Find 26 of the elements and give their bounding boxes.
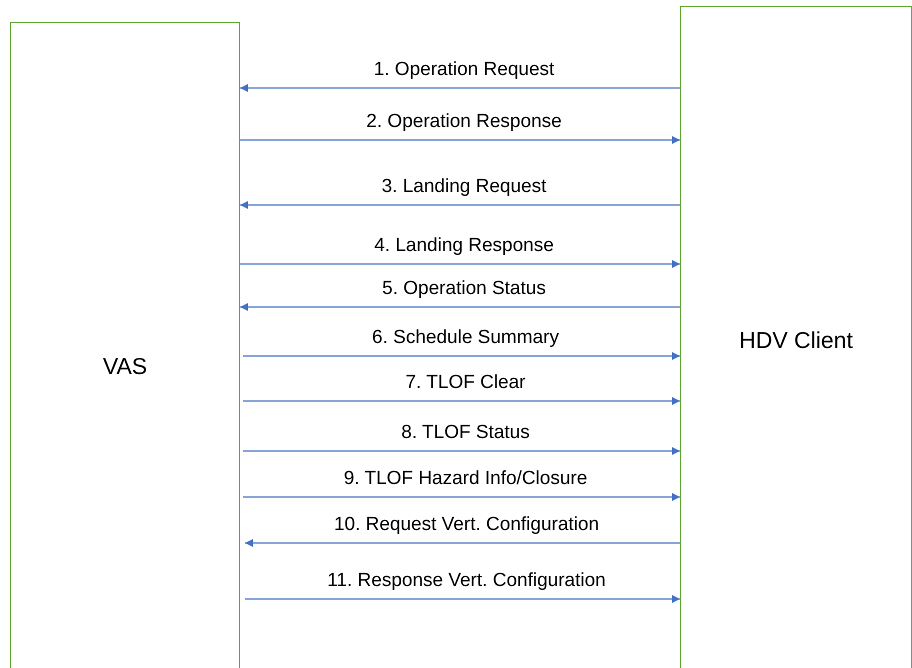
- edge-label: 6. Schedule Summary: [372, 327, 559, 349]
- message-arrow: [240, 260, 680, 268]
- edge-label: 4. Landing Response: [374, 235, 554, 257]
- lifeline-box: [10, 22, 240, 668]
- edge-label: 1. Operation Request: [374, 59, 554, 81]
- message-arrow: [240, 136, 680, 144]
- edge-label: 11. Response Vert. Configuration: [327, 570, 606, 592]
- message-arrow: [245, 539, 680, 547]
- participant-name: VAS: [102, 353, 148, 380]
- edge-label: 9. TLOF Hazard Info/Closure: [344, 468, 588, 490]
- edge-label: 8. TLOF Status: [401, 422, 530, 444]
- edge-label: 5. Operation Status: [382, 278, 546, 300]
- message-arrow: [245, 595, 680, 603]
- edge-label: 2. Operation Response: [366, 111, 562, 133]
- message-arrow: [240, 303, 680, 311]
- edge-label: 7. TLOF Clear: [405, 372, 526, 394]
- message-arrow: [243, 397, 680, 405]
- edge-label: 3. Landing Request: [382, 176, 546, 198]
- message-arrow: [240, 84, 680, 92]
- lifeline-box: [680, 6, 912, 668]
- participant-name: HDV Client: [738, 327, 854, 354]
- message-arrow: [243, 352, 680, 360]
- message-arrow: [240, 201, 680, 209]
- message-arrow: [243, 447, 680, 455]
- edge-label: 10. Request Vert. Configuration: [334, 514, 600, 536]
- message-arrow: [243, 493, 680, 501]
